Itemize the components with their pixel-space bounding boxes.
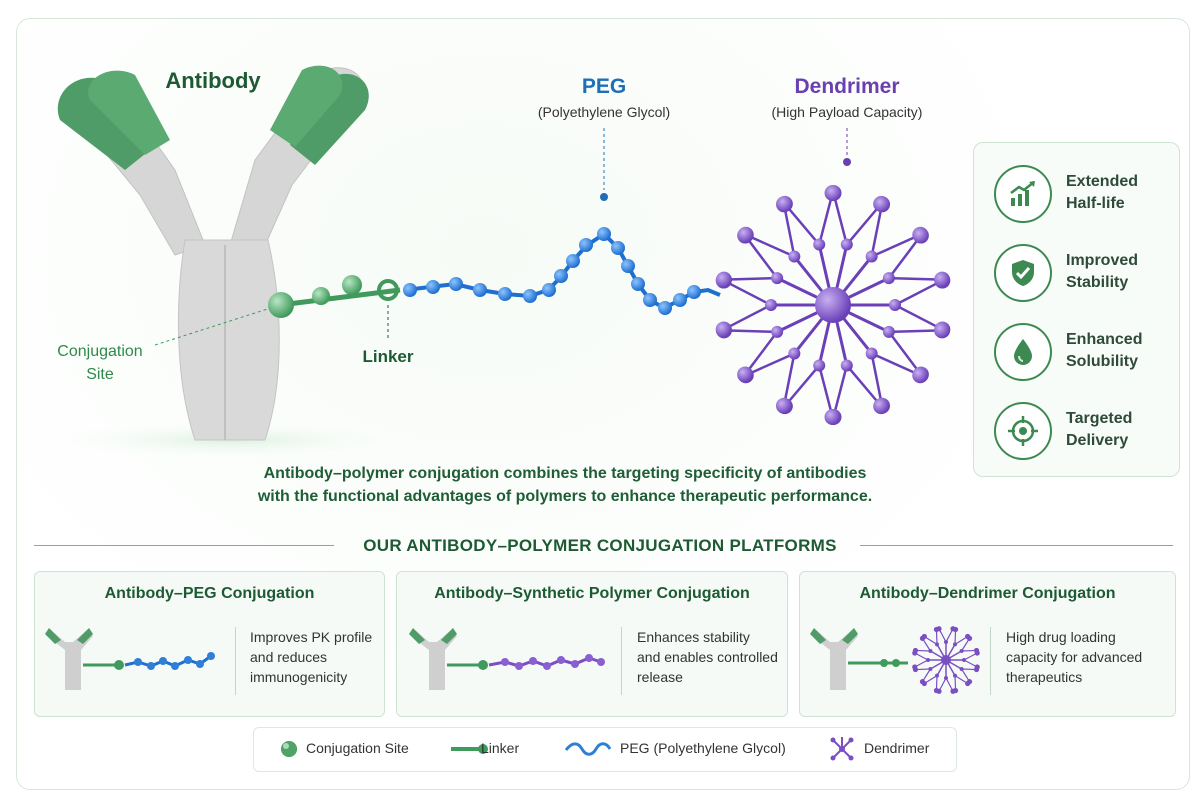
dendrimer-sublabel: (High Payload Capacity) xyxy=(772,104,923,120)
card-description: High drug loading capacity for advanced … xyxy=(1006,627,1142,687)
card-title: Antibody–PEG Conjugation xyxy=(104,585,315,602)
legend-label-peg: PEG (Polyethylene Glycol) xyxy=(620,740,786,756)
desc-line: and reduces xyxy=(250,649,328,665)
benefit-line1: Improved xyxy=(1066,252,1139,269)
card-title: Antibody–Dendrimer Conjugation xyxy=(859,585,1116,602)
linker-label: Linker xyxy=(362,347,413,366)
conjugation-site-label-2: Site xyxy=(86,366,114,383)
legend-label-linker: Linker xyxy=(481,740,520,756)
benefit-line2: Stability xyxy=(1066,274,1129,291)
section-rule-left xyxy=(34,545,334,546)
target-icon xyxy=(994,402,1052,460)
caption-line1: Antibody–polymer conjugation combines th… xyxy=(263,465,867,482)
green-sphere-icon xyxy=(281,741,297,757)
desc-line: release xyxy=(637,669,683,685)
linker-icon xyxy=(451,744,488,754)
conjugation-site-sphere xyxy=(268,292,294,318)
antibody-label: Antibody xyxy=(165,68,261,93)
desc-line: therapeutics xyxy=(1006,669,1083,685)
droplet-icon xyxy=(994,323,1052,381)
chart-up-icon xyxy=(994,165,1052,223)
desc-line: immunogenicity xyxy=(250,669,348,685)
benefit-line1: Extended xyxy=(1066,173,1139,190)
peg-label: PEG xyxy=(582,75,626,98)
card-illustration-peg xyxy=(45,628,215,690)
card-illustration-dendrimer xyxy=(810,626,980,694)
linker-chain xyxy=(268,275,401,318)
peg-sublabel: (Polyethylene Glycol) xyxy=(538,104,670,120)
antibody-shape xyxy=(57,65,369,441)
platform-card-peg: Antibody–PEG Conjugation Improves PK pro… xyxy=(34,571,385,717)
benefit-line2: Solubility xyxy=(1066,353,1138,370)
desc-line: High drug loading xyxy=(1006,629,1116,645)
benefit-line1: Targeted xyxy=(1066,410,1133,427)
card-title: Antibody–Synthetic Polymer Conjugation xyxy=(434,585,750,602)
desc-line: Improves PK profile xyxy=(250,629,373,645)
legend-label-dendrimer: Dendrimer xyxy=(864,740,930,756)
platform-card-synthetic: Antibody–Synthetic Polymer Conjugation E… xyxy=(396,571,788,717)
shield-check-icon xyxy=(994,244,1052,302)
benefit-line2: Delivery xyxy=(1066,432,1129,449)
conjugation-site-label-1: Conjugation xyxy=(57,343,142,360)
platforms-title: OUR ANTIBODY–POLYMER CONJUGATION PLATFOR… xyxy=(363,536,837,555)
caption-line2: with the functional advantages of polyme… xyxy=(257,488,873,505)
peg-chain xyxy=(403,227,721,315)
card-illustration-synthetic xyxy=(409,628,605,690)
dendrimer-label: Dendrimer xyxy=(794,75,899,98)
dendrimer xyxy=(715,185,951,425)
legend: Conjugation Site Linker PEG (Polyethylen… xyxy=(253,727,957,772)
card-divider xyxy=(235,627,236,695)
legend-label-conjugation-site: Conjugation Site xyxy=(306,740,409,756)
card-divider xyxy=(621,627,622,695)
desc-line: Enhances stability xyxy=(637,629,750,645)
card-divider xyxy=(990,627,991,695)
benefit-line1: Enhanced xyxy=(1066,331,1143,348)
benefit-line2: Half-life xyxy=(1066,195,1125,212)
section-rule-right xyxy=(860,545,1173,546)
platform-card-dendrimer: Antibody–Dendrimer Conjugation High drug… xyxy=(799,571,1176,717)
caption: Antibody–polymer conjugation combines th… xyxy=(150,462,980,508)
desc-line: capacity for advanced xyxy=(1006,649,1143,665)
card-description: Enhances stability and enables controlle… xyxy=(637,627,778,687)
hero-illustration: Antibody Conjugation Site Linker PEG (Po… xyxy=(40,65,951,460)
desc-line: and enables controlled xyxy=(637,649,778,665)
wave-icon xyxy=(564,742,612,756)
card-description: Improves PK profile and reduces immunoge… xyxy=(250,627,372,687)
dendrimer-icon xyxy=(830,737,854,761)
